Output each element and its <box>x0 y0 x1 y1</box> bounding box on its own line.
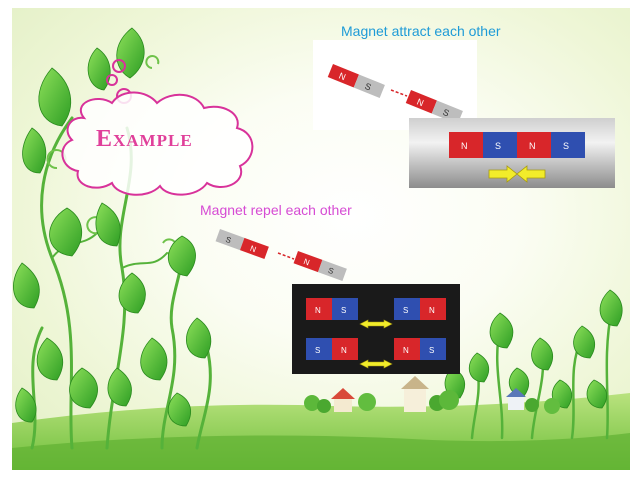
pole-label: N <box>403 346 409 355</box>
pole-label: N <box>337 71 347 83</box>
pole-label: S <box>363 81 372 93</box>
pole-label: N <box>341 346 347 355</box>
repel-magnets-diagram: S N N S <box>212 221 362 285</box>
pole-label: S <box>341 306 346 315</box>
pole-label: N <box>429 306 435 315</box>
attract-magnets-diagram: N S N S <box>313 40 477 130</box>
pole-label: S <box>403 306 408 315</box>
magnet-bar-left: N S <box>327 64 385 98</box>
pole-label: N <box>415 97 425 109</box>
repel-magnets-photo: N S S N S N N S <box>292 284 460 374</box>
attract-magnets-photo: N S N S <box>409 118 615 188</box>
village <box>304 376 560 414</box>
vine-leaves <box>13 27 212 427</box>
pole-label: N <box>302 257 311 268</box>
attract-arrows <box>488 165 546 183</box>
grass-front <box>12 433 630 470</box>
pole-label: S <box>315 346 320 355</box>
pole-label: S <box>224 235 232 245</box>
background-scenery <box>12 27 630 470</box>
pole-label: N <box>315 306 321 315</box>
attract-caption: Magnet attract each other <box>341 23 501 39</box>
example-title: Example <box>96 126 193 152</box>
example-cloud <box>61 91 254 196</box>
pole-label: N <box>461 141 468 151</box>
pole-label: S <box>441 107 450 119</box>
repel-caption: Magnet repel each other <box>200 202 352 218</box>
pole-label: S <box>563 141 569 151</box>
pole-label: N <box>529 141 536 151</box>
repel-arrows <box>359 319 393 369</box>
pole-label: S <box>327 266 335 276</box>
pole-label: S <box>495 141 501 151</box>
pole-label: N <box>249 244 258 255</box>
slide: Example Magnet attract each other N S N … <box>12 8 630 470</box>
pole-label: S <box>429 346 434 355</box>
